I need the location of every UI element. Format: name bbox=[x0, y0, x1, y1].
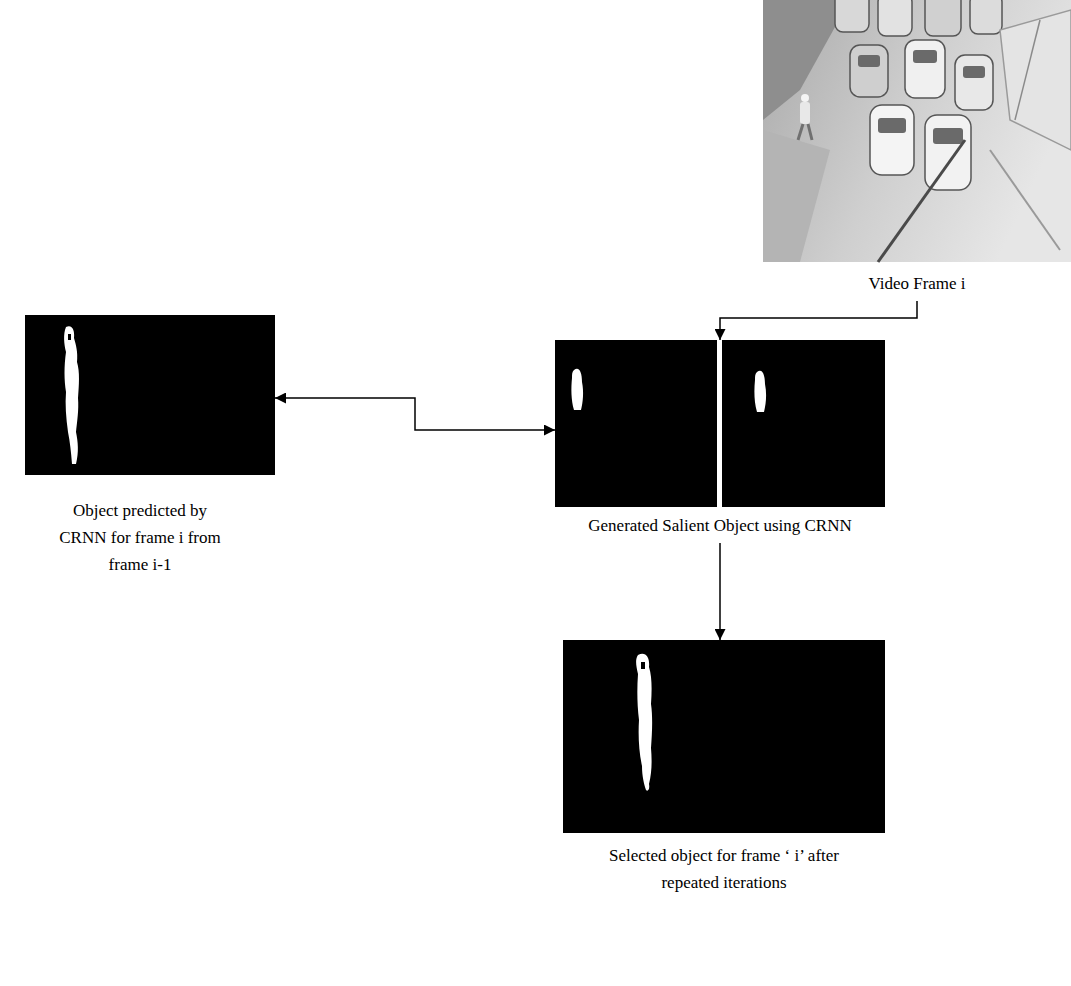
mask-ground bbox=[563, 640, 885, 833]
flow-arrow bbox=[720, 301, 917, 340]
tent bbox=[1000, 10, 1071, 150]
mask-image bbox=[563, 640, 885, 833]
car bbox=[870, 105, 914, 175]
car bbox=[905, 40, 945, 98]
person-leg bbox=[808, 124, 812, 140]
window bbox=[878, 118, 906, 133]
car bbox=[925, 115, 971, 190]
flow-arrow bbox=[719, 543, 721, 640]
selected-object-panel: Selected object for frame ‘ i’ after rep… bbox=[563, 640, 885, 896]
salient-object-panel: Generated Salient Object using CRNN bbox=[555, 340, 885, 539]
blob-detail bbox=[68, 334, 71, 340]
person-head bbox=[801, 94, 809, 102]
mask-ground bbox=[25, 315, 275, 475]
car bbox=[850, 45, 888, 97]
image-caption: Generated Salient Object using CRNN bbox=[555, 512, 885, 539]
car bbox=[878, 0, 912, 36]
salient-blob bbox=[571, 369, 583, 410]
video-frame: Video Frame i bbox=[763, 0, 1071, 297]
image-caption: Object predicted by CRNN for frame i fro… bbox=[54, 497, 226, 578]
car bbox=[955, 55, 993, 110]
video-frame-photo bbox=[763, 0, 1071, 262]
walking-person bbox=[798, 94, 812, 140]
image-caption: Video Frame i bbox=[763, 270, 1071, 297]
mask-image bbox=[25, 315, 275, 475]
ground-line bbox=[878, 140, 965, 262]
car bbox=[970, 0, 1002, 34]
person-body bbox=[800, 102, 810, 124]
image-caption: Selected object for frame ‘ i’ after rep… bbox=[594, 842, 854, 896]
salient-blob bbox=[754, 371, 766, 412]
mask-ground bbox=[722, 340, 885, 507]
salient-blob bbox=[64, 326, 79, 464]
flow-arrow bbox=[275, 398, 555, 430]
photo-lot bbox=[763, 130, 830, 262]
car bbox=[925, 0, 961, 36]
person-leg bbox=[798, 124, 803, 140]
parked-cars bbox=[835, 0, 1002, 190]
mask-ground bbox=[555, 340, 717, 507]
window bbox=[913, 50, 937, 63]
ground-line bbox=[990, 150, 1060, 250]
car bbox=[835, 0, 869, 32]
mask-image bbox=[555, 340, 885, 507]
blob-detail bbox=[641, 662, 645, 669]
salient-blob bbox=[636, 654, 652, 791]
tent-pole bbox=[1015, 20, 1040, 120]
car-windows bbox=[858, 50, 985, 144]
window bbox=[933, 128, 963, 144]
prediction-panel: Object predicted by CRNN for frame i fro… bbox=[25, 315, 275, 578]
window bbox=[963, 66, 985, 78]
window bbox=[858, 55, 880, 67]
photo-ground bbox=[763, 0, 1071, 262]
